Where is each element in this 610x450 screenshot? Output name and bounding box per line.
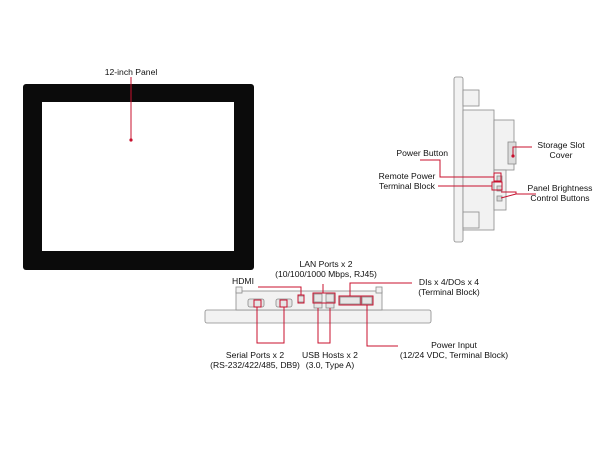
serial-line bbox=[256, 307, 285, 344]
side-button-c bbox=[496, 195, 503, 202]
side-callout-dots bbox=[511, 154, 515, 158]
usb-label-2: (3.0, Type A) bbox=[305, 360, 355, 370]
power-input-line bbox=[366, 305, 398, 347]
front-view bbox=[23, 77, 254, 270]
side-bracket-top bbox=[462, 89, 480, 107]
usb-label-1: USB Hosts x 2 bbox=[302, 350, 358, 360]
serial-label-2: (RS-232/422/485, DB9) bbox=[210, 360, 300, 370]
side-bezel bbox=[453, 76, 464, 243]
brightness-line-b bbox=[500, 193, 517, 199]
brightness-line bbox=[501, 191, 536, 195]
dio-terminal bbox=[339, 296, 361, 305]
power-terminal bbox=[361, 296, 373, 305]
side-connector bbox=[507, 141, 517, 165]
front-screen bbox=[42, 102, 234, 251]
side-view bbox=[453, 76, 517, 243]
side-callouts bbox=[420, 146, 536, 199]
bottom-bracket-left bbox=[235, 286, 243, 294]
bottom-callouts bbox=[253, 282, 412, 347]
storage-line bbox=[512, 146, 532, 155]
hdmi-line bbox=[258, 286, 302, 295]
remote-power-label-2: Terminal Block bbox=[379, 181, 435, 191]
side-bracket-bottom bbox=[462, 211, 480, 229]
power-button-line bbox=[420, 159, 494, 178]
hdmi-label: HDMI bbox=[232, 276, 254, 286]
dio-line bbox=[349, 282, 412, 296]
remote-power-label-1: Remote Power bbox=[378, 171, 436, 181]
lan-port-1 bbox=[313, 293, 323, 303]
storage-dot bbox=[511, 154, 515, 158]
storage-label-2: Cover bbox=[549, 150, 573, 160]
lan-label-1: LAN Ports x 2 bbox=[299, 259, 353, 269]
lan-marker bbox=[312, 292, 336, 304]
usb-port-1 bbox=[313, 302, 323, 309]
power-input-label-2: (12/24 VDC, Terminal Block) bbox=[399, 350, 509, 360]
hdmi-port bbox=[297, 295, 305, 303]
dio-label-1: DIs x 4/DOs x 4 bbox=[418, 277, 480, 287]
side-housing bbox=[462, 109, 495, 231]
dio-label-2: (Terminal Block) bbox=[418, 287, 480, 297]
usb-line bbox=[317, 308, 331, 344]
lan-port-2 bbox=[325, 293, 335, 303]
panel-label: 12-inch Panel bbox=[104, 67, 158, 77]
lan-label-2: (10/100/1000 Mbps, RJ45) bbox=[275, 269, 377, 279]
bottom-bracket-right bbox=[375, 286, 383, 294]
serial-label-1: Serial Ports x 2 bbox=[225, 350, 285, 360]
brightness-label-2: Control Buttons bbox=[530, 193, 590, 203]
panel-callout-dot bbox=[129, 138, 133, 142]
storage-label-1: Storage Slot bbox=[537, 140, 585, 150]
usb-port-2 bbox=[325, 302, 335, 309]
brightness-label-1: Panel Brightness bbox=[527, 183, 593, 193]
power-input-label-1: Power Input bbox=[431, 340, 477, 350]
power-button-label: Power Button bbox=[396, 148, 448, 158]
